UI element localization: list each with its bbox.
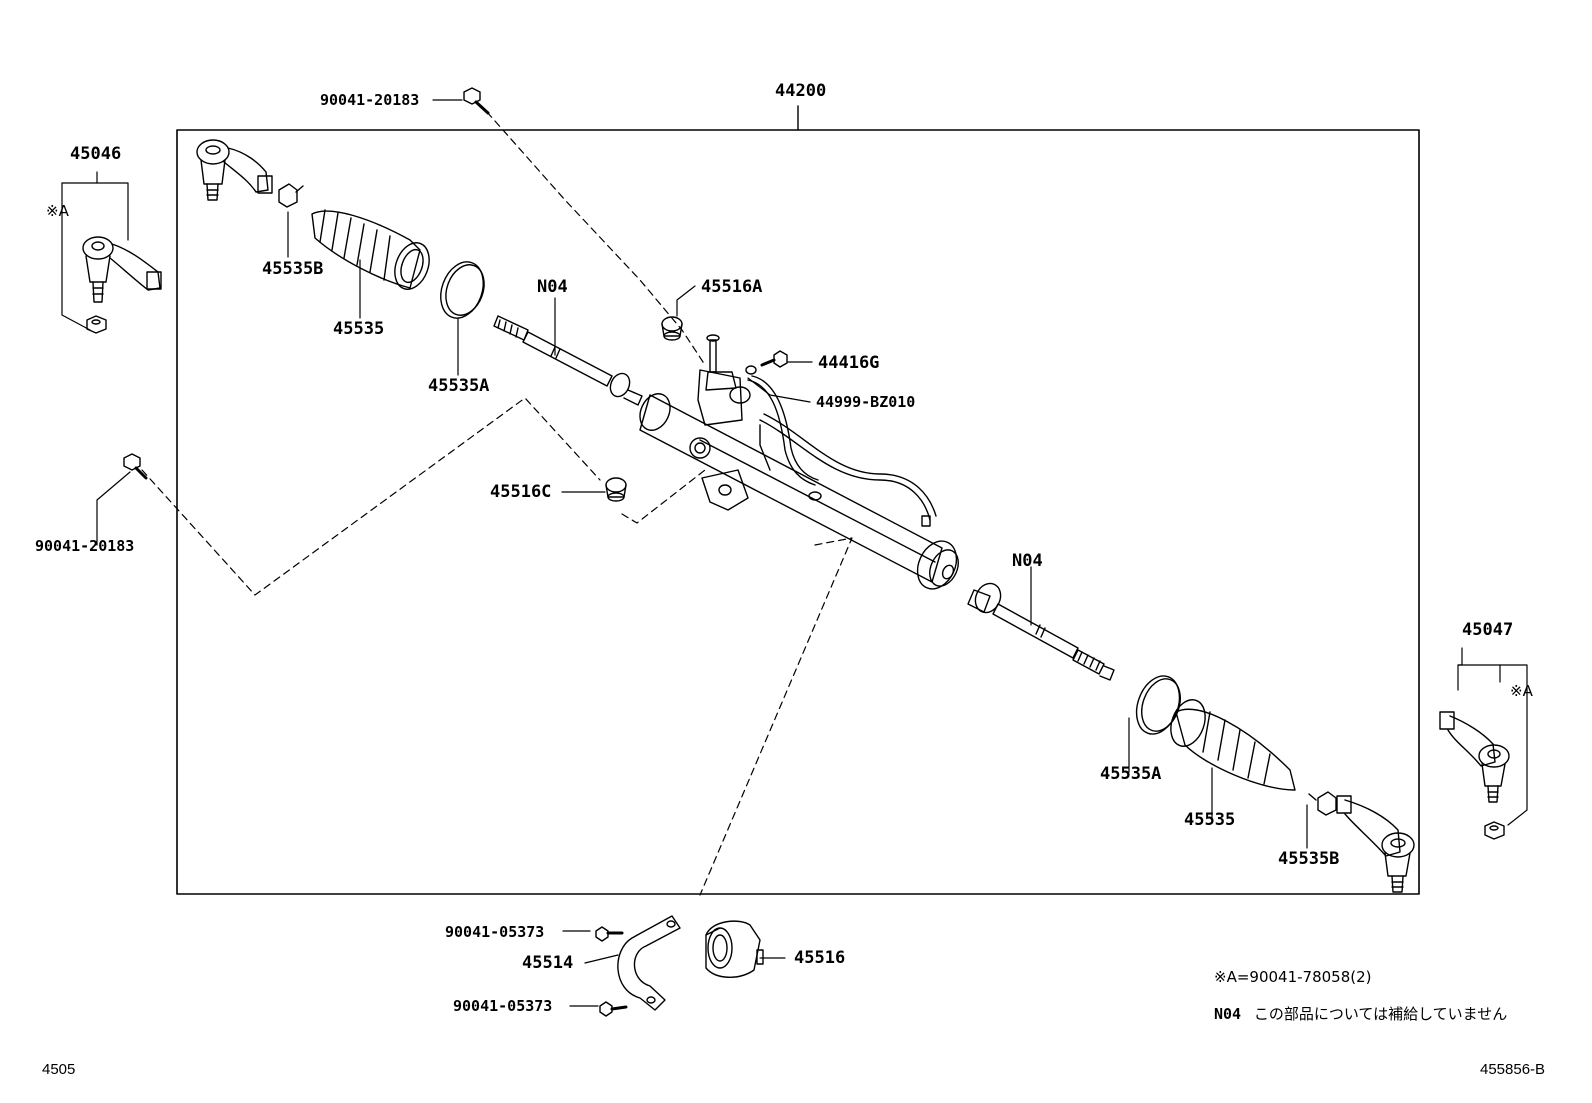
clamp-left-icon xyxy=(440,261,485,319)
nut-left-icon xyxy=(86,315,107,334)
tie-rod-end-lh-label: 45046 xyxy=(70,144,122,164)
tie-rod-end-inner-right-icon xyxy=(1336,795,1415,893)
bracket-label: 45514 xyxy=(522,953,574,973)
grommet-c-icon xyxy=(605,477,627,502)
pipe-bolt-label: 44416G xyxy=(818,353,880,373)
clip-left-label: 45535B xyxy=(262,259,324,279)
gasket-icon xyxy=(745,365,757,375)
rod-left-icon xyxy=(493,315,643,406)
dashed-guides xyxy=(141,111,853,896)
pipe-set-label: 44999-BZ010 xyxy=(816,393,916,411)
leader-lines xyxy=(61,99,1528,1007)
footer-left: 4505 xyxy=(42,1061,76,1078)
clip-left-icon xyxy=(278,183,304,208)
footer-right: 455856-B xyxy=(1480,1061,1546,1078)
clip-right-icon xyxy=(1308,791,1337,816)
pipe-bolt-icon xyxy=(760,350,788,368)
grommet-c-label: 45516C xyxy=(490,482,552,502)
bracket-bolt-1-icon xyxy=(595,926,624,942)
rod-right-icon xyxy=(967,582,1115,681)
bolt-left-icon xyxy=(123,453,148,480)
grommet-main-icon xyxy=(705,920,764,978)
clamp-right-label: 45535A xyxy=(1100,764,1162,784)
note-n04-text: この部品については補給していません xyxy=(1253,1005,1508,1023)
rack-housing-icon xyxy=(639,334,959,590)
nut-right-icon xyxy=(1484,821,1505,840)
boot-left-label: 45535 xyxy=(333,319,385,339)
mark-a-left-label: ※A xyxy=(46,202,69,220)
bracket-icon xyxy=(617,915,681,1011)
grommet-a-label: 45516A xyxy=(701,277,763,297)
tie-rod-end-inner-left-icon xyxy=(196,139,273,201)
clamp-left-label: 45535A xyxy=(428,376,490,396)
bracket-bolt-2-label: 90041-05373 xyxy=(453,997,553,1015)
note-n04-code: N04 xyxy=(1214,1005,1242,1023)
note-n04: N04 この部品については補給していません xyxy=(1214,1007,1507,1022)
clip-right-label: 45535B xyxy=(1278,849,1340,869)
bracket-bolt-2-icon xyxy=(599,1001,628,1017)
boot-right-icon xyxy=(1170,699,1296,791)
boot-left-icon xyxy=(311,209,430,290)
grommet-a-icon xyxy=(661,316,683,341)
bracket-bolt-1-label: 90041-05373 xyxy=(445,923,545,941)
mark-a-right-label: ※A xyxy=(1510,682,1533,700)
boot-right-label: 45535 xyxy=(1184,810,1236,830)
rod-left-label: N04 xyxy=(537,277,568,297)
tie-rod-end-right-icon xyxy=(1439,711,1510,803)
clamp-right-icon xyxy=(1135,675,1181,735)
grommet-label: 45516 xyxy=(794,948,846,968)
bolt-top-label: 90041-20183 xyxy=(320,91,420,109)
tie-rod-end-left-icon xyxy=(82,236,162,303)
note-a: ※A=90041-78058(2) xyxy=(1214,968,1372,986)
bolt-top-icon xyxy=(463,87,490,115)
tie-rod-end-rh-label: 45047 xyxy=(1462,620,1514,640)
rod-right-label: N04 xyxy=(1012,551,1043,571)
assembly-label: 44200 xyxy=(775,81,827,101)
bolt-left-label: 90041-20183 xyxy=(35,537,135,555)
